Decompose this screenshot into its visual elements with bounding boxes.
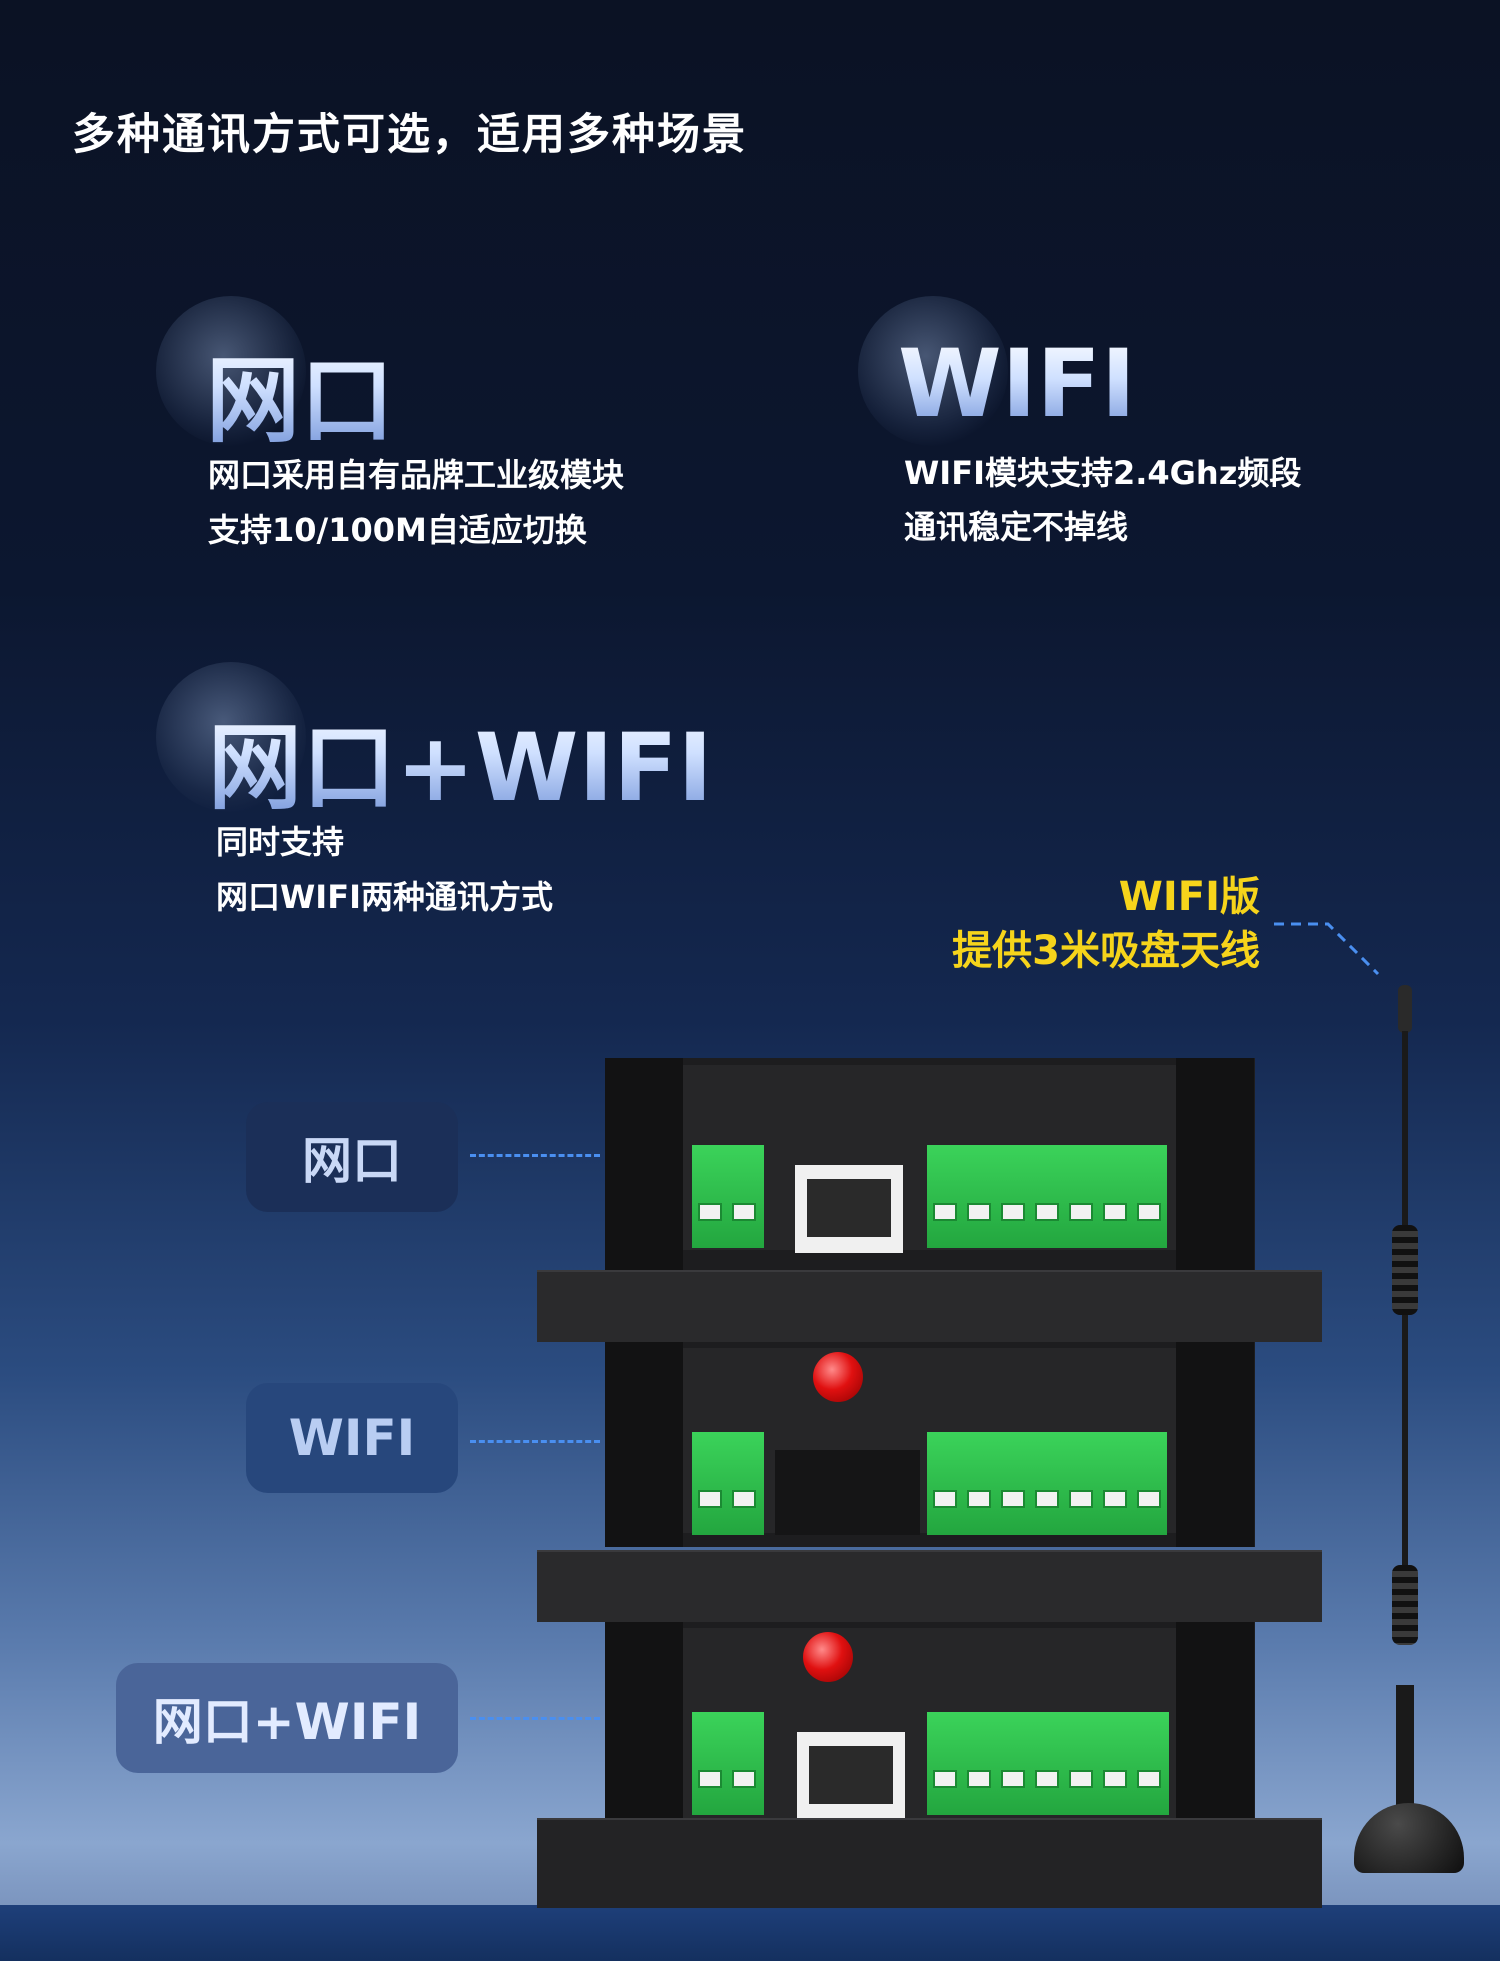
- device-ear: [1176, 1622, 1254, 1827]
- terminal-block: [692, 1145, 764, 1248]
- floor-strip: [0, 1905, 1500, 1961]
- feature-desc-wifi-2: 通讯稳定不掉线: [904, 508, 1129, 546]
- status-led: [803, 1632, 853, 1682]
- connector-dash: [470, 1440, 600, 1443]
- device-ear: [1176, 1058, 1254, 1270]
- antenna-note-line-2: 提供3米吸盘天线: [952, 928, 1260, 974]
- feature-title-wifi: WIFI: [898, 330, 1136, 439]
- terminal-block: [927, 1712, 1169, 1815]
- feature-desc-ethernet-1: 网口采用自有品牌工业级模块: [208, 456, 625, 494]
- terminal-block: [927, 1145, 1167, 1248]
- antenna-pointer-line: [1274, 922, 1380, 976]
- device-ear: [605, 1622, 683, 1827]
- din-rail-flange: [537, 1818, 1322, 1908]
- feature-orb: [858, 296, 1008, 446]
- status-led: [813, 1352, 863, 1402]
- terminal-block: [692, 1712, 764, 1815]
- feature-desc-ethernet-2: 支持10/100M自适应切换: [208, 511, 587, 549]
- feature-desc-combo-2: 网口WIFI两种通讯方式: [216, 878, 553, 916]
- label-wifi: WIFI: [246, 1383, 458, 1493]
- terminal-block: [927, 1432, 1167, 1535]
- feature-orb: [156, 662, 306, 812]
- rj45-port: [795, 1165, 903, 1253]
- din-rail-flange: [537, 1270, 1322, 1342]
- label-ethernet: 网口: [246, 1102, 458, 1212]
- device-ear: [605, 1058, 683, 1270]
- label-ethernet-wifi: 网口+WIFI: [116, 1663, 458, 1773]
- page-headline: 多种通讯方式可选，适用多种场景: [72, 110, 747, 160]
- wifi-module: [775, 1450, 920, 1535]
- antenna-icon: [1340, 985, 1480, 1905]
- device-ear: [1176, 1342, 1254, 1547]
- din-rail-flange: [537, 1550, 1322, 1622]
- antenna-note-line-1: WIFI版: [1118, 874, 1260, 920]
- terminal-block: [692, 1432, 764, 1535]
- feature-title-combo: 网口+WIFI: [208, 692, 713, 828]
- device-ear: [605, 1342, 683, 1547]
- connector-dash: [470, 1717, 600, 1720]
- rj45-port: [797, 1732, 905, 1820]
- antenna-note: WIFI版 提供3米吸盘天线: [952, 870, 1260, 978]
- feature-desc-wifi-1: WIFI模块支持2.4Ghz频段: [904, 454, 1302, 492]
- feature-title-ethernet: 网口: [206, 325, 394, 461]
- feature-orb: [156, 296, 306, 446]
- feature-desc-combo-1: 同时支持: [216, 823, 345, 861]
- connector-dash: [470, 1154, 600, 1157]
